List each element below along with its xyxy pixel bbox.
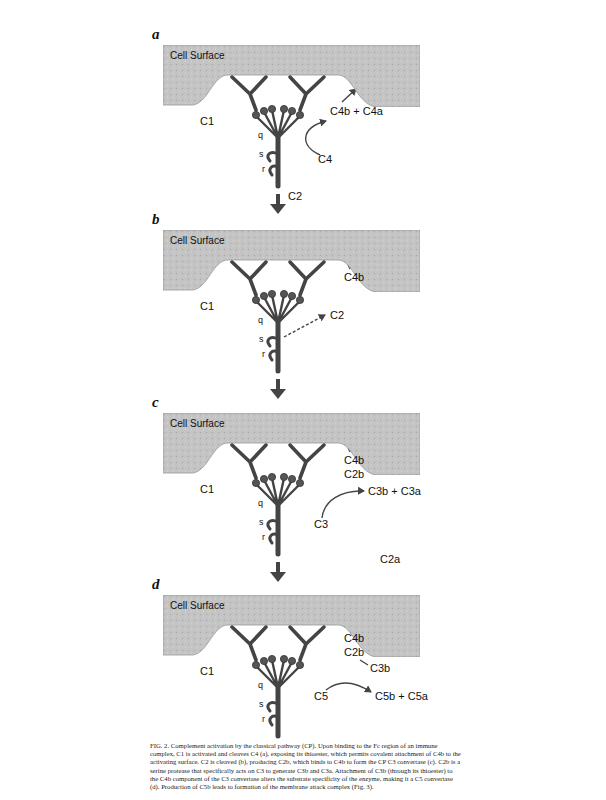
component-label: C3b + C3a xyxy=(368,485,421,497)
subunit-label: q xyxy=(258,498,263,508)
component-label: C2a xyxy=(380,553,400,565)
component-label: C2 xyxy=(330,309,344,321)
cell-surface-band: Cell Surface xyxy=(163,45,420,107)
component-label: C2b xyxy=(344,646,364,658)
surface-label: Cell Surface xyxy=(170,235,224,246)
component-label: C1 xyxy=(200,300,214,312)
subunit-label: q xyxy=(258,680,263,690)
subunit-label: q xyxy=(258,315,263,325)
subunit-label: s xyxy=(259,334,264,344)
panel-letter: a xyxy=(152,26,160,42)
surface-label: Cell Surface xyxy=(170,600,224,611)
cell-surface-band: Cell Surface xyxy=(163,413,420,475)
subunit-label: s xyxy=(259,149,264,159)
component-label: C4b xyxy=(344,632,364,644)
surface-label: Cell Surface xyxy=(170,418,224,429)
component-label: C2b xyxy=(344,468,364,480)
subunit-label: r xyxy=(262,714,265,724)
component-label: C3b xyxy=(370,662,390,674)
component-label: C5b + C5a xyxy=(375,690,428,702)
component-label: C5 xyxy=(314,690,328,702)
figure-caption: FIG. 2. Complement activation by the cla… xyxy=(150,742,462,791)
surface-label: Cell Surface xyxy=(170,50,224,61)
subunit-label: s xyxy=(259,517,264,527)
component-label: C1 xyxy=(200,665,214,677)
cell-surface-band: Cell Surface xyxy=(163,595,420,657)
panel-letter: c xyxy=(152,394,159,410)
component-label: C4 xyxy=(318,153,332,165)
component-label: C2 xyxy=(288,190,302,202)
subunit-label: q xyxy=(258,130,263,140)
component-label: C4b + C4a xyxy=(330,105,383,117)
cell-surface-band: Cell Surface xyxy=(163,230,420,292)
panel-letter: d xyxy=(152,576,160,592)
component-label: C1 xyxy=(200,115,214,127)
subunit-label: r xyxy=(262,164,265,174)
component-label: C1 xyxy=(200,483,214,495)
panel-letter: b xyxy=(152,211,160,227)
subunit-label: s xyxy=(259,699,264,709)
subunit-label: r xyxy=(262,532,265,542)
component-label: C4b xyxy=(344,271,364,283)
component-label: C4b xyxy=(344,454,364,466)
component-label: C3 xyxy=(314,518,328,530)
subunit-label: r xyxy=(262,349,265,359)
